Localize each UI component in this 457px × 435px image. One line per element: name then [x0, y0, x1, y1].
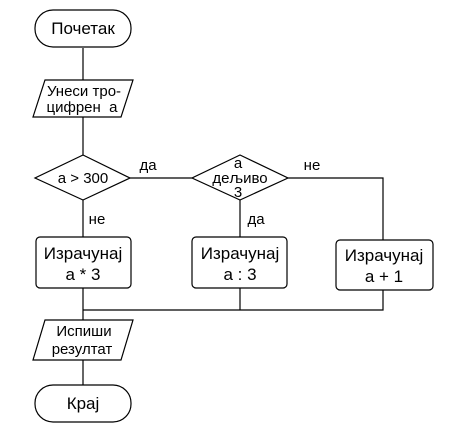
process-mult-node: Израчунај a * 3 — [35, 236, 132, 289]
process-mult-label-line-1: Израчунај — [44, 244, 123, 263]
output-label-line-1: Испиши — [56, 323, 111, 340]
input-node: Унеси тро- цифрен a — [32, 79, 134, 118]
start-node: Почетак — [34, 9, 132, 48]
decision-main-node: a > 300 — [33, 154, 132, 201]
decision-div-label-line-2: дељиво — [212, 170, 267, 187]
end-label: Крај — [67, 394, 100, 413]
connector-cond-div-no — [288, 177, 384, 240]
process-mult-label-line-2: a * 3 — [66, 265, 101, 284]
process-div-label-line-1: Израчунај — [201, 244, 280, 263]
process-plus-label-line-1: Израчунај — [345, 246, 424, 265]
branch-label-div-no: не — [304, 157, 321, 174]
end-node: Крај — [34, 384, 132, 423]
output-label-line-2: резултат — [52, 341, 113, 358]
input-label-line-1: Унеси тро- — [47, 83, 121, 100]
input-label-line-2: цифрен a — [47, 99, 119, 116]
process-plus-label-line-2: a + 1 — [365, 267, 403, 286]
process-plus-node: Израчунај a + 1 — [335, 239, 434, 291]
branch-label-div-yes: да — [247, 211, 265, 228]
decision-div-label-line-1: a — [234, 155, 243, 172]
decision-main-label: a > 300 — [58, 170, 108, 187]
start-label: Почетак — [51, 19, 115, 38]
output-node: Испиши резултат — [32, 319, 134, 361]
process-div-label-line-2: a : 3 — [223, 265, 256, 284]
connector-plus-down — [83, 290, 384, 311]
branch-label-main-yes: да — [139, 157, 157, 174]
decision-div-node: a дељиво 3 — [190, 154, 290, 201]
connectors — [82, 48, 384, 385]
branch-label-main-no: не — [89, 211, 106, 228]
decision-div-label-line-3: 3 — [234, 184, 242, 201]
process-div-node: Израчунај a : 3 — [191, 236, 288, 289]
